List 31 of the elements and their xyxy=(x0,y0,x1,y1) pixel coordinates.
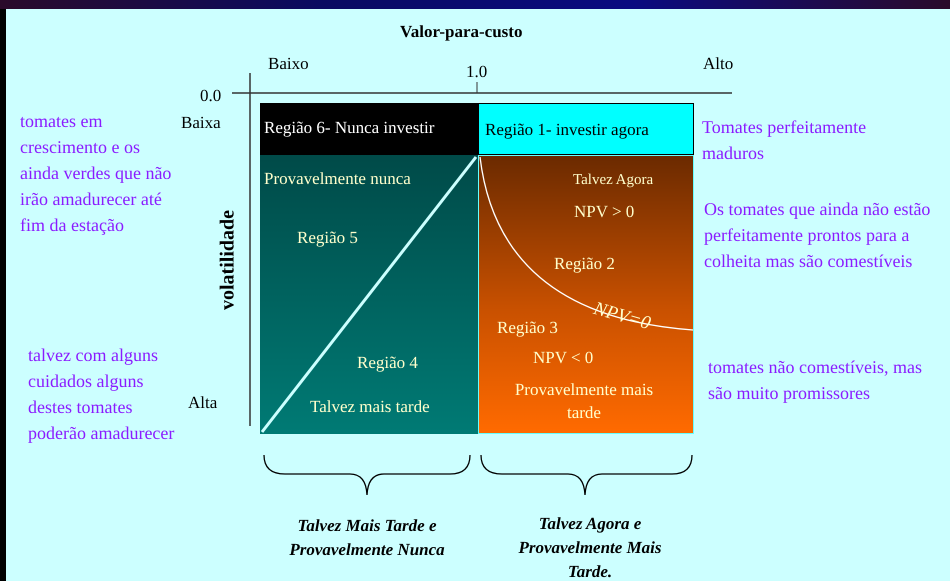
region-label: NPV=0 xyxy=(590,298,653,336)
axis-label: Baixa xyxy=(181,113,221,133)
tick-label: 1.0 xyxy=(466,62,488,82)
region-box xyxy=(478,103,694,155)
region-label: Região 6- Nunca investir xyxy=(264,118,434,138)
region-label: Região 3 xyxy=(497,318,558,338)
region-label: Região 5 xyxy=(297,228,358,248)
region-label: Talvez mais tarde xyxy=(310,397,430,417)
tick-label: 0.0 xyxy=(200,86,222,106)
region-label: NPV < 0 xyxy=(533,348,594,368)
region-label: Região 1- investir agora xyxy=(485,120,649,140)
annotation-text: talvez com alguns cuidados alguns destes tomates poderão amadurecer xyxy=(28,344,176,445)
bracket-caption: Talvez Agora e Provavelmente Mais Tarde. xyxy=(517,513,663,581)
region-label: Região 2 xyxy=(554,254,615,274)
region-label: Provavelmente nunca xyxy=(264,169,411,189)
region-panel xyxy=(478,155,694,434)
region-label: NPV > 0 xyxy=(574,202,634,222)
region-label: Região 4 xyxy=(357,353,418,373)
annotation-text: Tomates perfeitamente maduros xyxy=(702,116,868,165)
axis-label: Alta xyxy=(188,393,218,413)
annotation-text: tomates em crescimento e os ainda verdes que não irão amadurecer até fim da estação xyxy=(20,110,172,237)
region-label: Provavelmente mais tarde xyxy=(514,379,654,424)
region-box xyxy=(260,103,478,155)
axis-label: Baixo xyxy=(268,54,309,74)
region-label: Talvez Agora xyxy=(573,172,654,189)
bracket-caption: Talvez Mais Tarde e Provavelmente Nunca xyxy=(288,515,446,561)
axis-title: volatilidade xyxy=(216,210,240,310)
annotation-text: Os tomates que ainda não estão perfeitamente prontos para a colheita mas são comestíveis xyxy=(704,198,932,273)
annotation-text: tomates não comestíveis, mas são muito promissores xyxy=(708,356,923,405)
axis-label: Alto xyxy=(703,54,734,74)
axis-title: Valor-para-custo xyxy=(400,22,522,42)
